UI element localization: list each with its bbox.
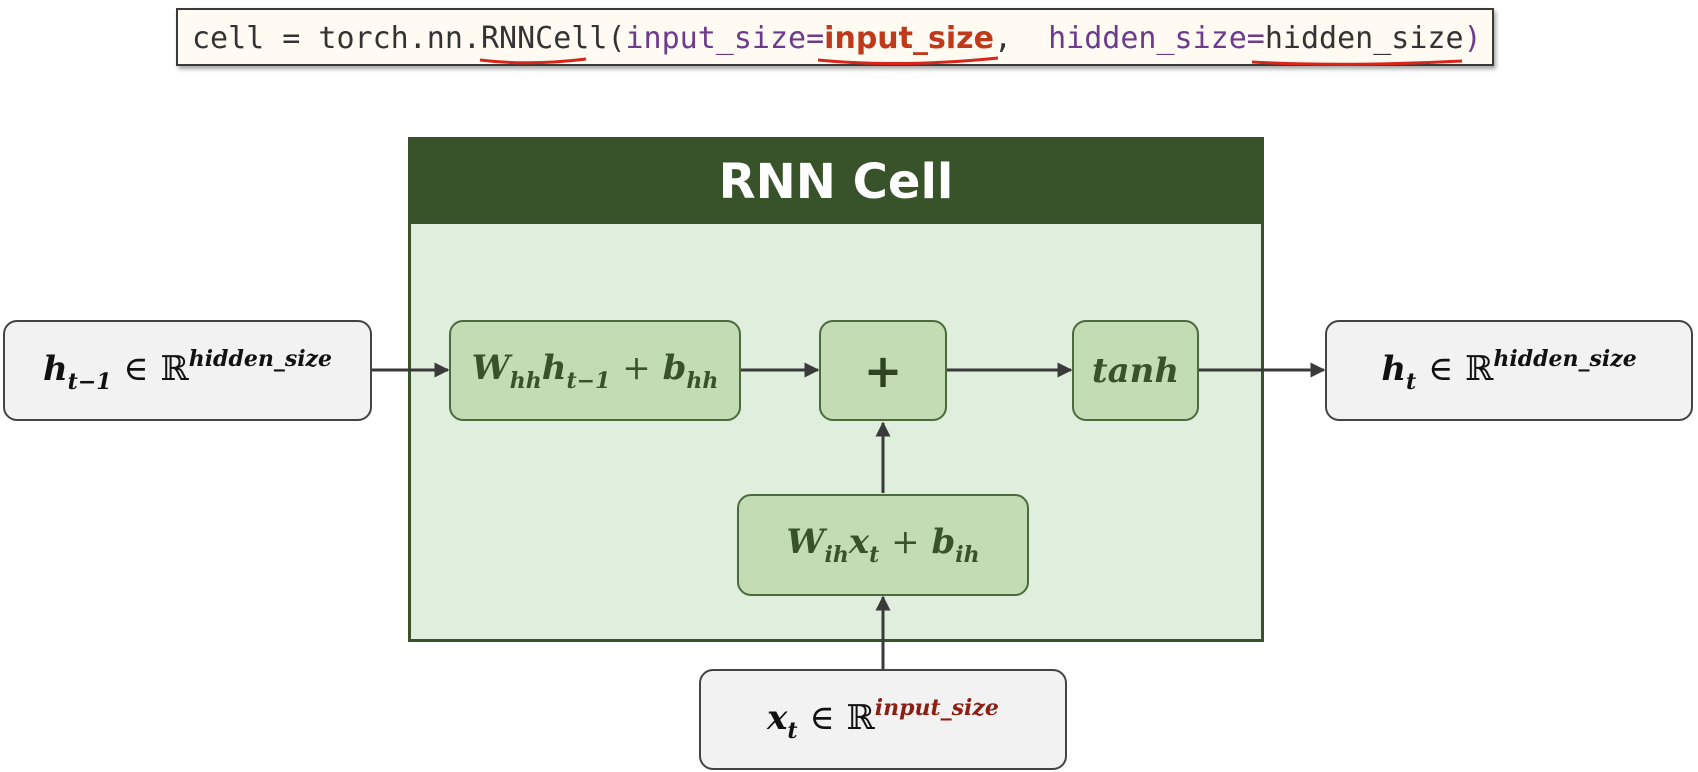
output-hidden-state-node: ht ∈ ℝhidden_size (1325, 320, 1693, 421)
code-comma: , (993, 21, 1049, 56)
input-transform-node: Wihxt + bih (737, 494, 1029, 596)
underline-input-size (817, 56, 999, 66)
hidden-transform-label: Whhht−1 + bhh (471, 347, 719, 394)
add-node: + (819, 320, 947, 421)
hidden-transform-node: Whhht−1 + bhh (449, 320, 741, 421)
input-transform-label: Wihxt + bih (786, 522, 980, 568)
code-hidden-value: hidden_size (1264, 21, 1464, 56)
code-snippet: cell = torch.nn.RNNCell(input_size=input… (176, 8, 1494, 66)
underline-hidden-size (1251, 59, 1463, 66)
rnn-cell-title: RNN Cell (411, 140, 1261, 224)
code-prefix: cell = torch.nn. (192, 21, 481, 56)
plus-icon: + (863, 343, 903, 398)
code-open-paren: ( (607, 21, 626, 56)
tanh-node: tanh (1072, 320, 1199, 421)
code-hidden-keyword: hidden_size= (1048, 21, 1265, 56)
code-class-name: RNNCell (480, 21, 608, 56)
underline-rnncell (479, 57, 587, 65)
output-hidden-state-label: ht ∈ ℝhidden_size (1381, 346, 1637, 395)
input-x-node: xt ∈ ℝinput_size (699, 669, 1067, 770)
input-hidden-state-node: ht−1 ∈ ℝhidden_size (3, 320, 372, 421)
tanh-label: tanh (1091, 350, 1180, 391)
code-close-paren: ) (1463, 21, 1482, 56)
code-input-value: input_size (824, 21, 994, 56)
input-x-label: xt ∈ ℝinput_size (767, 695, 999, 744)
input-hidden-state-label: ht−1 ∈ ℝhidden_size (42, 346, 333, 395)
code-input-keyword: input_size= (625, 21, 825, 56)
